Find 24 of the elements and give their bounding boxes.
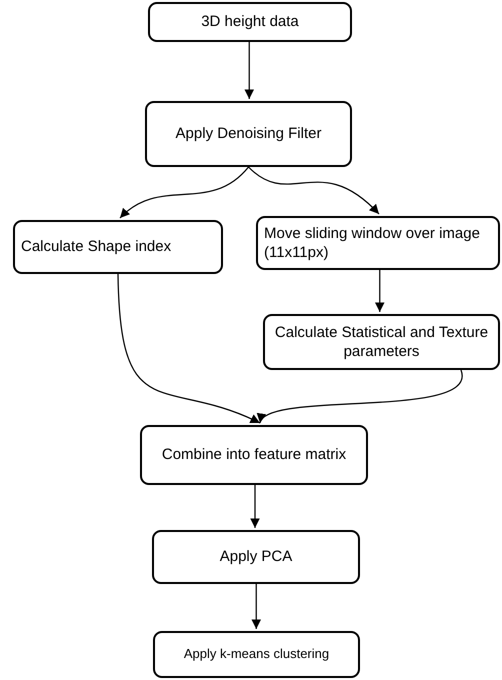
step-text: Apply Denoising Filter bbox=[176, 124, 322, 144]
step-text: Combine into feature matrix bbox=[162, 445, 346, 465]
process-box bbox=[145, 101, 352, 167]
arrow bbox=[260, 370, 462, 424]
step-text: Calculate Shape index bbox=[21, 237, 172, 257]
arrow bbox=[120, 166, 249, 218]
step-text: 3D height data bbox=[201, 12, 299, 32]
step-text: Move sliding window over image (11x11px) bbox=[264, 224, 481, 262]
arrow bbox=[251, 584, 262, 629]
arrow bbox=[374, 270, 385, 312]
process-box bbox=[13, 220, 223, 274]
process-box bbox=[152, 530, 360, 584]
step-text: Apply PCA bbox=[220, 547, 292, 567]
arrow bbox=[244, 42, 254, 99]
process-box bbox=[256, 216, 500, 270]
arrow bbox=[248, 166, 380, 214]
arrow bbox=[117, 274, 260, 424]
process-box bbox=[263, 314, 500, 370]
process-box bbox=[140, 425, 368, 485]
step-text: Calculate Statistical and Texture parameters bbox=[274, 322, 490, 362]
process-box bbox=[148, 2, 352, 42]
process-box bbox=[153, 631, 360, 678]
arrow bbox=[250, 485, 260, 528]
step-text: Apply k-means clustering bbox=[184, 646, 330, 663]
